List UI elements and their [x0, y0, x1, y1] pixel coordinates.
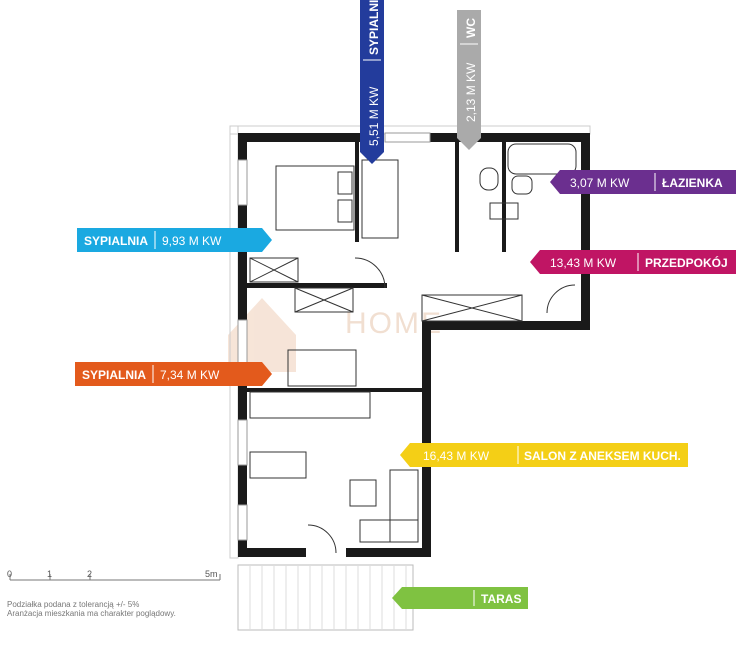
- scale-tick-2: 2: [87, 569, 92, 579]
- home-watermark: HOME: [228, 298, 441, 372]
- label-sypialnia-3: SYPIALNIA 5,51 M KW: [360, 0, 384, 164]
- note-tolerance: Podziałka podana z tolerancją +/- 5%: [7, 600, 140, 609]
- sypialnia-2-area: 7,34 M KW: [160, 368, 220, 382]
- sypialnia-1-area: 9,93 M KW: [162, 234, 222, 248]
- wardrobe-2: [294, 287, 354, 313]
- note-arrangement: Aranżacja mieszkania ma charakter pogląd…: [7, 609, 176, 618]
- single-bed-small: [361, 159, 399, 239]
- terrace: [237, 564, 414, 631]
- sypialnia-1-name: SYPIALNIA: [84, 234, 148, 248]
- washbasin: [511, 175, 533, 195]
- lazienka-area: 3,07 M KW: [570, 176, 630, 190]
- bathtub: [507, 143, 577, 175]
- sypialnia-3-name: SYPIALNIA: [367, 0, 381, 55]
- furniture: [249, 143, 577, 554]
- label-taras: TARAS: [392, 587, 528, 609]
- sypialnia-2-name: SYPIALNIA: [82, 368, 146, 382]
- przedpokoj-area: 13,43 M KW: [550, 256, 617, 270]
- label-salon: 16,43 M KW SALON Z ANEKSEM KUCH.: [400, 443, 688, 467]
- double-bed: [275, 165, 355, 231]
- washing-machine: [489, 202, 519, 220]
- label-lazienka: 3,07 M KW ŁAZIENKA: [550, 170, 736, 194]
- label-wc: WC 2,13 M KW: [457, 10, 481, 150]
- dining-table: [249, 451, 307, 479]
- armchair: [349, 479, 377, 507]
- toilet: [479, 167, 499, 191]
- single-bed: [287, 349, 357, 387]
- wc-area: 2,13 M KW: [464, 62, 478, 122]
- wardrobe-hall: [421, 294, 523, 322]
- lazienka-name: ŁAZIENKA: [662, 176, 723, 190]
- sofa: [389, 469, 419, 543]
- scale-tick-0: 0: [7, 569, 12, 579]
- windows: [237, 132, 431, 541]
- label-sypialnia-2: SYPIALNIA 7,34 M KW: [75, 362, 272, 386]
- sypialnia-3-area: 5,51 M KW: [367, 86, 381, 146]
- kitchen-counter: [249, 391, 371, 419]
- scale-bar: 0 1 2 5m: [7, 569, 221, 581]
- wardrobe-1: [249, 257, 299, 283]
- door-swing: [354, 257, 386, 289]
- wc-name: WC: [464, 18, 478, 38]
- label-przedpokoj: 13,43 M KW PRZEDPOKÓJ: [530, 250, 736, 274]
- scale-tick-5m: 5m: [205, 569, 218, 579]
- scale-tick-1: 1: [47, 569, 52, 579]
- przedpokoj-name: PRZEDPOKÓJ: [645, 255, 728, 270]
- salon-name: SALON Z ANEKSEM KUCH.: [524, 449, 681, 463]
- taras-name: TARAS: [481, 592, 521, 606]
- label-sypialnia-1: SYPIALNIA 9,93 M KW: [77, 228, 272, 252]
- salon-area: 16,43 M KW: [423, 449, 490, 463]
